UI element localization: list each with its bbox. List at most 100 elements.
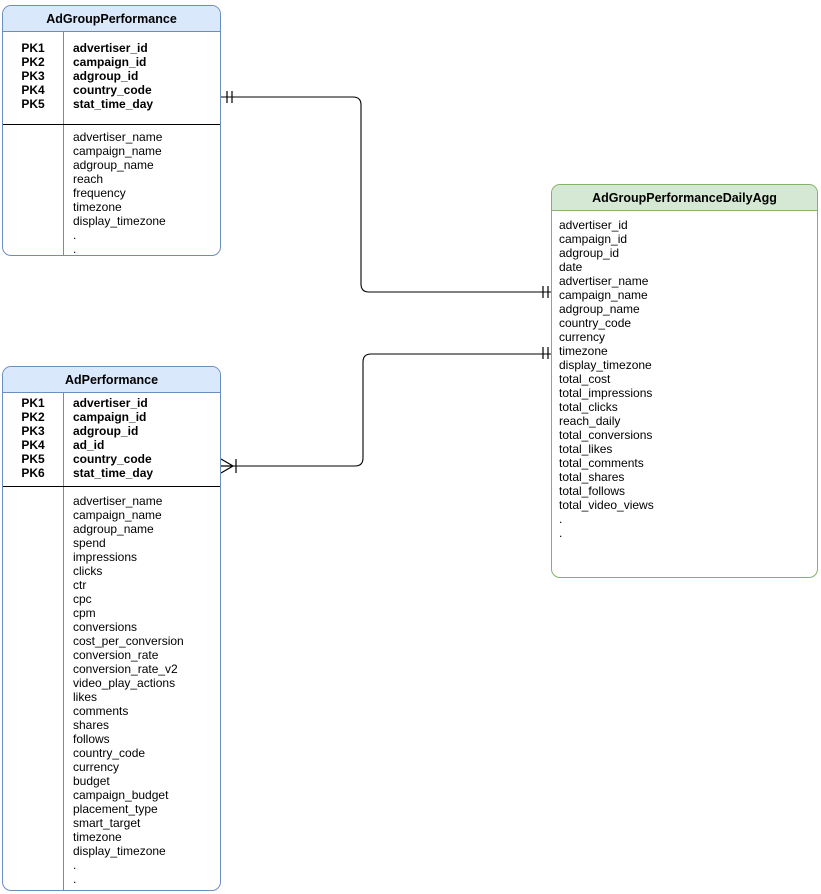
field-name: display_timezone — [73, 844, 166, 858]
pk-label: PK5 — [21, 97, 45, 111]
field-name: currency — [559, 330, 606, 344]
pk-label: PK3 — [21, 69, 45, 83]
field-name: likes — [73, 690, 98, 704]
field-name: . — [73, 872, 77, 886]
field-name: total_cost — [559, 372, 611, 386]
field-name: video_play_actions — [73, 676, 176, 690]
attr-key-column — [3, 487, 64, 890]
cardinality-one-and-only-one-marker — [542, 347, 549, 359]
field-name: campaign_name — [559, 288, 648, 302]
field-name: advertiser_name — [559, 274, 649, 288]
field-name: ctr — [73, 578, 87, 592]
pk-label: PK3 — [21, 424, 45, 438]
field-name: comments — [73, 704, 129, 718]
field-name: smart_target — [73, 816, 141, 830]
pk-field-name: country_code — [73, 452, 152, 466]
field-name: total_clicks — [559, 400, 618, 414]
field-name: . — [73, 228, 77, 242]
field-name: total_likes — [559, 442, 613, 456]
field-name: total_impressions — [559, 386, 653, 400]
cardinality-one-and-only-one-marker — [226, 91, 233, 103]
field-name: conversion_rate — [73, 648, 159, 662]
connector-adgroupperformance-to-dailyagg — [221, 96, 551, 293]
pk-field-name: campaign_id — [73, 410, 147, 424]
field-name: reach_daily — [559, 414, 621, 428]
field-name: follows — [73, 732, 110, 746]
field-name: clicks — [73, 564, 103, 578]
field-name: advertiser_id — [559, 218, 628, 232]
field-name: display_timezone — [73, 214, 166, 228]
field-name: campaign_name — [73, 144, 162, 158]
field-name: cost_per_conversion — [73, 634, 184, 648]
cardinality-one-and-only-one-marker — [542, 286, 549, 298]
pk-field-name: stat_time_day — [73, 466, 154, 480]
attr-key-column — [3, 125, 64, 255]
field-name: conversion_rate_v2 — [73, 662, 178, 676]
pk-label: PK4 — [21, 438, 45, 452]
field-name: adgroup_name — [73, 158, 154, 172]
field-name: shares — [73, 718, 110, 732]
pk-field-name: campaign_id — [73, 55, 147, 69]
pk-field-name: advertiser_id — [73, 396, 148, 410]
field-name: timezone — [73, 200, 122, 214]
field-name: spend — [73, 536, 106, 550]
field-name: . — [73, 858, 77, 872]
connector-adperformance-to-dailyagg — [221, 353, 551, 467]
pk-field-name: ad_id — [73, 438, 105, 452]
field-name: adgroup_id — [559, 246, 620, 260]
field-name: total_comments — [559, 456, 644, 470]
field-name: campaign_name — [73, 508, 162, 522]
field-name: reach — [73, 172, 104, 186]
pk-label: PK1 — [21, 396, 45, 410]
field-name: adgroup_name — [559, 302, 640, 316]
pk-field-name: advertiser_id — [73, 41, 148, 55]
pk-label: PK5 — [21, 452, 45, 466]
field-name: display_timezone — [559, 358, 652, 372]
pk-field-name: stat_time_day — [73, 97, 154, 111]
entity-title: AdPerformance — [3, 367, 220, 393]
field-name: timezone — [559, 344, 608, 358]
field-name: currency — [73, 760, 120, 774]
field-name: cpm — [73, 606, 96, 620]
entity-adgroupperformancedailyagg[interactable]: AdGroupPerformanceDailyAgg advertiser_id… — [551, 184, 818, 578]
pk-label: PK4 — [21, 83, 45, 97]
field-name: advertiser_name — [73, 130, 163, 144]
field-name: cpc — [73, 592, 92, 606]
field-name: . — [73, 242, 77, 256]
field-name: advertiser_name — [73, 494, 163, 508]
pk-label: PK1 — [21, 41, 45, 55]
field-name: adgroup_name — [73, 522, 154, 536]
pk-field-name: adgroup_id — [73, 69, 139, 83]
field-name: country_code — [559, 316, 632, 330]
entity-title: AdGroupPerformanceDailyAgg — [552, 185, 817, 211]
field-name: total_conversions — [559, 428, 653, 442]
field-name: total_follows — [559, 484, 626, 498]
field-name: placement_type — [73, 802, 158, 816]
field-name: . — [559, 512, 563, 526]
field-name: conversions — [73, 620, 138, 634]
crows-foot-many-marker — [220, 458, 235, 474]
field-name: total_video_views — [559, 498, 654, 512]
pk-field-name: adgroup_id — [73, 424, 139, 438]
field-name: campaign_id — [559, 232, 628, 246]
pk-label: PK6 — [21, 466, 45, 480]
field-name: total_shares — [559, 470, 625, 484]
field-name: date — [559, 260, 583, 274]
entity-title: AdGroupPerformance — [3, 6, 220, 32]
field-name: country_code — [73, 746, 146, 760]
